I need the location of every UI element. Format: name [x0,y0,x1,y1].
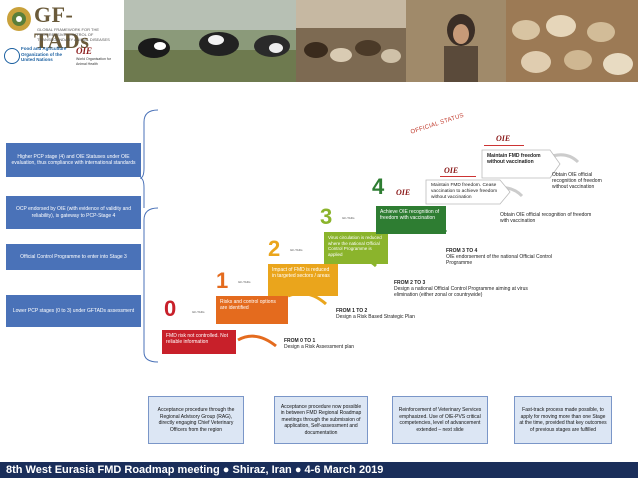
bottom-note-veterinary-services: Reinforcement of Veterinary Services emp… [392,396,488,444]
logo-panel: GF-TADs Global Framework for the Progres… [0,0,124,82]
bottom-note-rag-acceptance: Acceptance procedure through the Regiona… [148,396,244,444]
gf-tads-logo-icon [7,7,31,31]
transition-1-to-2: FROM 1 TO 2 Design a Risk Based Strategi… [336,308,456,320]
transition-1-to-2-text: Design a Risk Based Strategic Plan [336,314,415,321]
side-note-higher-pcp: Higher PCP stage (4) and OIE Statuses un… [6,143,141,177]
gf-tads-subtitle: Global Framework for the Progressive Con… [37,27,110,42]
stage-3-number: 3 [320,204,333,229]
stage-3-mini-label: GF-TADs [342,216,355,220]
transition-1-to-2-title: FROM 1 TO 2 [336,308,368,314]
stage-4-box: Achieve OIE recognition of freedom with … [376,206,446,234]
stage-6-box: Maintain FMD freedom without vaccination [487,153,541,165]
transition-0-to-1: FROM 0 TO 1 Design a Risk Assessment pla… [284,338,404,350]
transition-0-to-1-title: FROM 0 TO 1 [284,338,316,344]
gf-tads-title: GF-TADs [34,2,90,53]
stage-2-box: Impact of FMD is reduced in targeted sec… [268,264,338,296]
bottom-note-acceptance-between-meetings: Acceptance procedure now possible in bet… [274,396,368,444]
transition-2-to-3-text: Design a national Official Control Progr… [394,286,528,299]
oie-logo-icon: OIE [76,46,93,56]
transition-0-to-1-text: Design a Risk Assessment plan [284,344,355,351]
bottom-note-fast-track: Fast-track process made possible, to app… [514,396,612,444]
stage-1-mini-label: GF-TADs [238,280,251,284]
transition-3-to-4: FROM 3 TO 4 OIE endorsement of the natio… [446,248,566,267]
footer-text: 8th West Eurasia FMD Roadmap meeting ● S… [6,464,384,476]
stage-6-oie-logo-icon: OIE [496,134,511,143]
stage-1-box: Risks and control options are identified [216,296,288,324]
footer-bar: 8th West Eurasia FMD Roadmap meeting ● S… [0,462,638,478]
stage-1-number: 1 [216,268,229,293]
side-note-official-control: Official Control Programme to enter into… [6,244,141,270]
photo-cattle [124,0,296,82]
left-brackets [140,109,159,363]
stage-0-box: FMD risk not controlled. Not reliable in… [162,330,236,354]
transition-3-to-4-title: FROM 3 TO 4 [446,248,478,254]
transition-2-to-3: FROM 2 TO 3 Design a national Official C… [394,280,544,299]
note-freedom-with-vaccination: Obtain OIE official recognition of freed… [500,212,592,225]
photo-sheep [506,0,638,82]
photo-goats [296,0,406,82]
side-note-ocp-endorsed: OCP endorsed by OIE (with evidence of va… [6,196,141,229]
stage-0-mini-label: GF-TADs [192,310,205,314]
fao-name: Food and Agriculture Organization of the… [21,46,67,62]
fao-logo-icon [4,48,20,64]
stage-0-number: 0 [164,296,177,321]
stage-5-box: Maintain FMD freedom. Cease vaccination … [431,183,498,200]
stage-5-oie-logo-icon: OIE [444,166,459,175]
transition-2-to-3-title: FROM 2 TO 3 [394,280,426,286]
stage-4-number: 4 [372,174,385,199]
header-banner: GF-TADs Global Framework for the Progres… [0,0,638,82]
photo-herder [406,0,506,82]
oie-name: World Organisation for Animal Health [76,57,111,66]
side-note-lower-pcp: Lower PCP stages (0 to 3) under GFTADs a… [6,295,141,327]
note-freedom-without-vaccination: Obtain OIE official recognition of freed… [552,172,602,191]
stage-5-oie-underline [440,176,476,177]
stage-3-box: Virus circulation is reduced where the n… [324,232,388,264]
stage-6-oie-underline [484,145,524,146]
stage-4-oie-logo-icon: OIE [396,188,411,197]
stage-2-mini-label: GF-TADs [290,248,303,252]
stage-2-number: 2 [268,236,281,261]
transition-3-to-4-text: OIE endorsement of the national Official… [446,254,553,267]
